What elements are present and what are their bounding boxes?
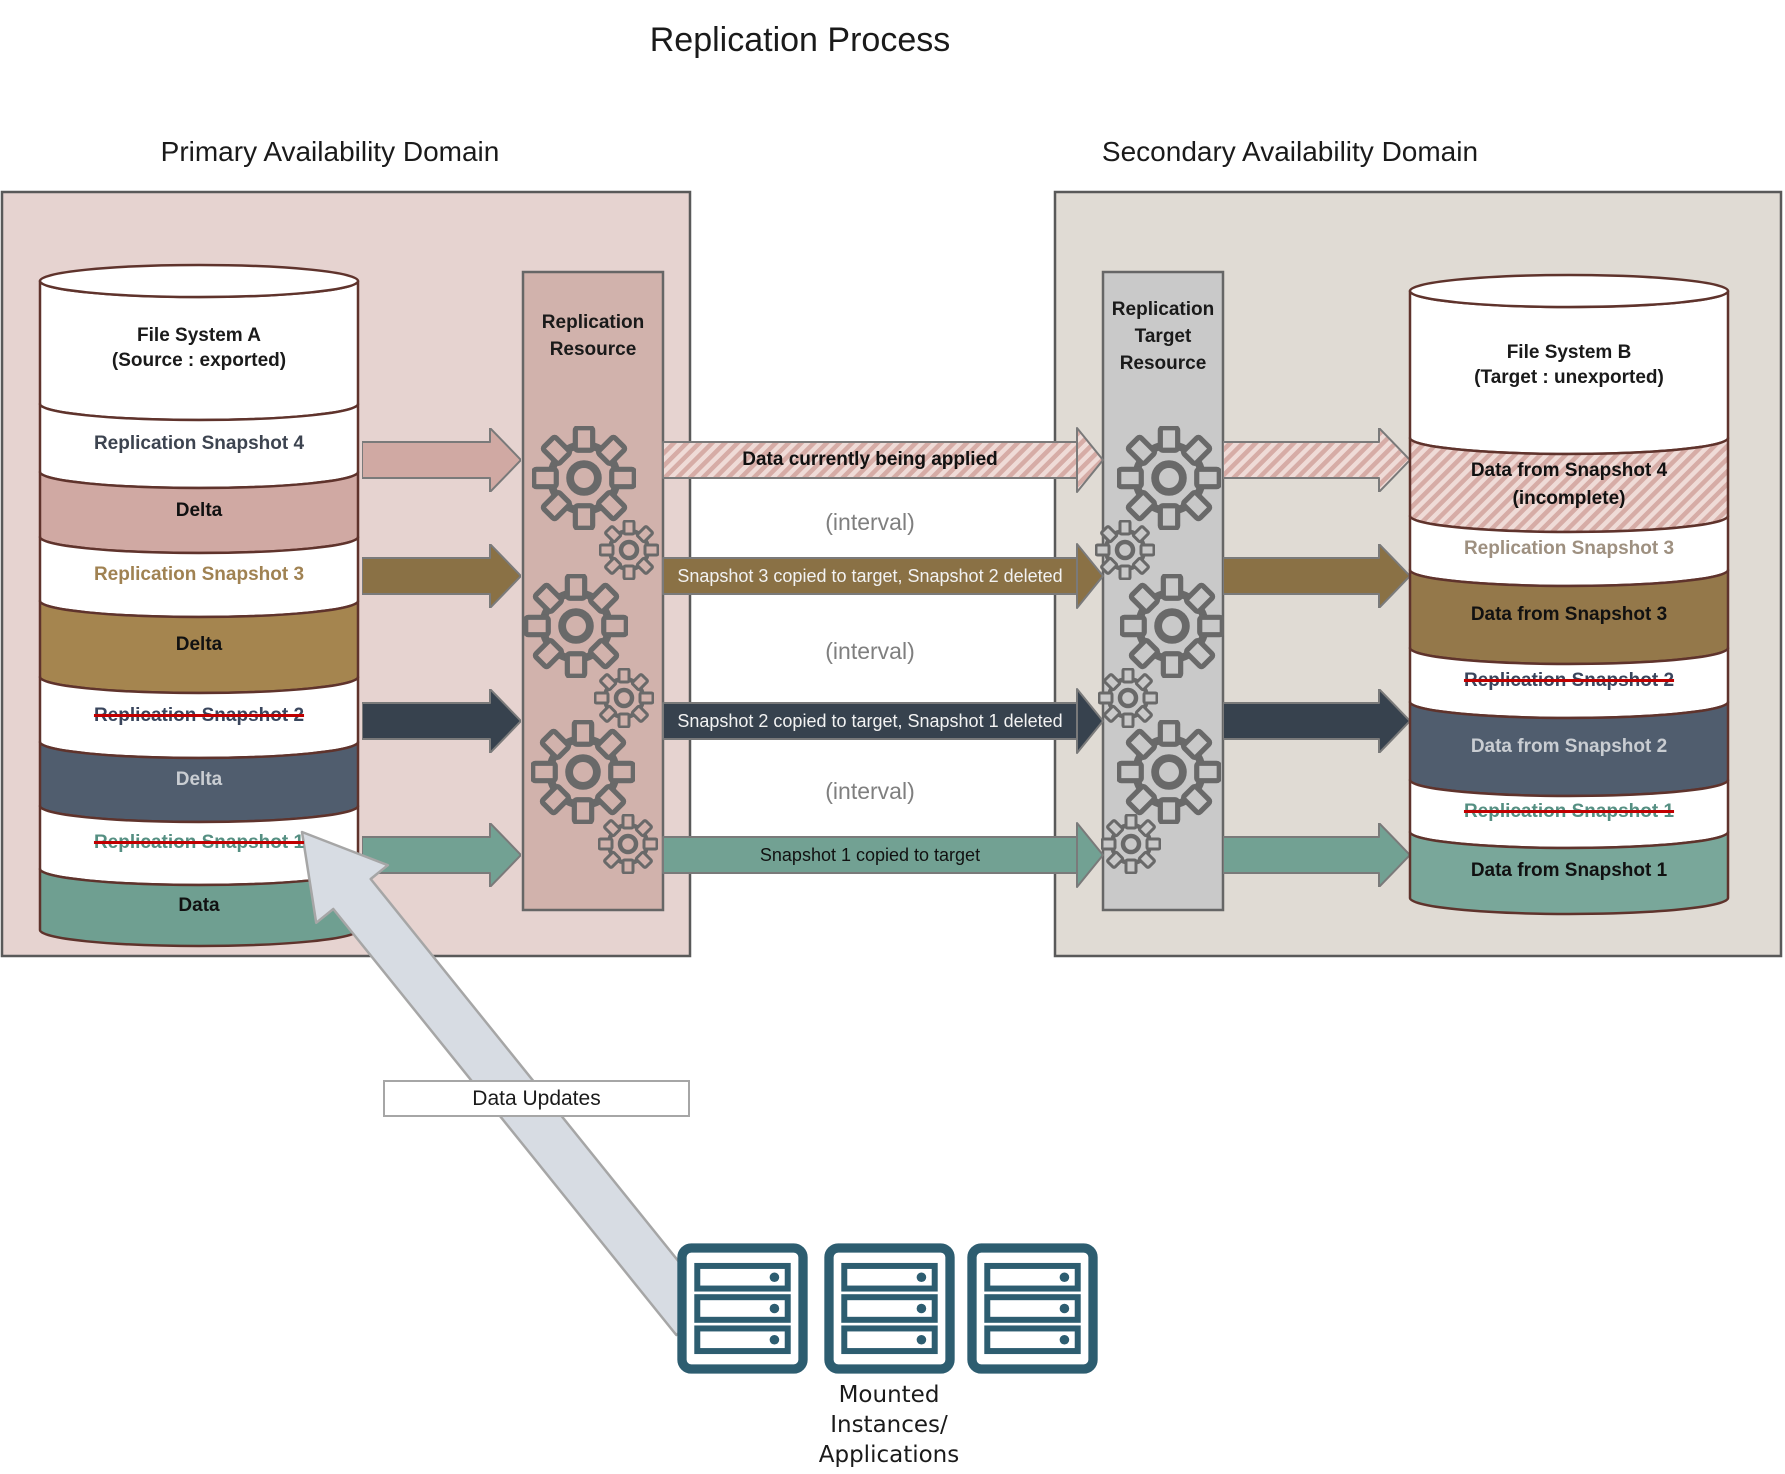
band-label-rs3b: Replication Snapshot 3 xyxy=(1463,538,1675,559)
band-label-dfs3: Data from Snapshot 3 xyxy=(1470,604,1668,625)
band-label-data: Data xyxy=(178,895,220,916)
file-system-a-name: File System A xyxy=(137,325,261,346)
primary-domain-heading: Primary Availability Domain xyxy=(160,136,500,167)
gear-icon xyxy=(534,428,635,529)
band-label-delta-brown: Delta xyxy=(175,634,223,655)
cylinder-band xyxy=(1408,830,1730,916)
dfs4-line2: (incomplete) xyxy=(1512,488,1626,509)
file-system-b-name: File System B xyxy=(1506,342,1632,363)
gear-icon xyxy=(599,815,657,873)
gear-icon xyxy=(600,521,658,579)
flow-label-row1: Data currently being applied xyxy=(742,449,998,470)
struck-text: Replication Snapshot 2 xyxy=(93,705,305,726)
flow-band-row2-head xyxy=(1076,543,1104,609)
struck-text: Replication Snapshot 2 xyxy=(1463,670,1675,691)
gear-icon xyxy=(595,669,653,727)
band-label-rs3: Replication Snapshot 3 xyxy=(93,564,305,585)
mounted-instances xyxy=(682,1248,1093,1369)
band-label-rs2b: Replication Snapshot 2 xyxy=(1410,669,1728,694)
band-label-rs1: Replication Snapshot 1 xyxy=(40,831,358,856)
cylinder-top-rim xyxy=(38,263,360,299)
gear-icon xyxy=(1122,576,1223,677)
flow-label-row4: Snapshot 1 copied to target xyxy=(759,845,981,865)
server-icon xyxy=(972,1248,1093,1369)
replication-resource-label: Replication Resource xyxy=(541,312,645,360)
file-system-b-cylinder xyxy=(1408,273,1730,916)
flow-band-row1-head xyxy=(1076,427,1104,493)
data-updates-label: Data Updates xyxy=(383,1080,690,1117)
replication-target-resource-label: Replication Target Resource xyxy=(1111,299,1215,374)
flow-band-row4-head xyxy=(1076,822,1104,888)
gear-icon xyxy=(1096,521,1154,579)
mounted-instances-caption: Mounted Instances/ Applications xyxy=(818,1382,960,1468)
band-label-dfs2: Data from Snapshot 2 xyxy=(1470,736,1668,757)
band-label-rs2: Replication Snapshot 2 xyxy=(40,704,358,729)
flow-bands xyxy=(662,427,1104,888)
flow-label-row2: Snapshot 3 copied to target, Snapshot 2 … xyxy=(677,566,1063,586)
file-system-b-title: File System B (Target : unexported) xyxy=(1410,341,1728,390)
flow-band-row1 xyxy=(662,441,1078,479)
band-label-rs4: Replication Snapshot 4 xyxy=(93,433,305,454)
file-system-a-subtitle: (Source : exported) xyxy=(111,349,287,371)
gear-icon xyxy=(1099,669,1157,727)
flow-label-row3: Snapshot 2 copied to target, Snapshot 1 … xyxy=(677,711,1063,731)
gear-icon xyxy=(533,722,634,823)
struck-text: Replication Snapshot 1 xyxy=(93,832,305,853)
band-label-delta-dark: Delta xyxy=(175,769,223,790)
interval-label-1: (interval) xyxy=(825,509,915,535)
band-label-delta-pink: Delta xyxy=(175,500,223,521)
server-icon xyxy=(829,1248,950,1369)
secondary-domain-heading: Secondary Availability Domain xyxy=(1101,136,1479,167)
file-system-a-cylinder xyxy=(38,263,360,948)
file-system-a-title: File System A (Source : exported) xyxy=(40,324,358,373)
cylinder-top-rim xyxy=(1408,273,1730,309)
server-icon xyxy=(682,1248,803,1369)
gear-icon xyxy=(1119,722,1220,823)
page-title: Replication Process xyxy=(649,21,951,59)
flow-band-row2 xyxy=(662,557,1078,595)
gear-icon xyxy=(1119,428,1220,529)
interval-label-3: (interval) xyxy=(825,778,915,804)
flow-band-row4 xyxy=(662,836,1078,874)
band-label-rs1b: Replication Snapshot 1 xyxy=(1410,800,1728,825)
band-label-dfs1: Data from Snapshot 1 xyxy=(1470,860,1668,881)
file-system-b-subtitle: (Target : unexported) xyxy=(1474,366,1664,388)
gear-icon xyxy=(526,576,627,677)
interval-label-2: (interval) xyxy=(825,638,915,664)
gear-icon xyxy=(1102,815,1160,873)
band-label-dfs4: Data from Snapshot 4 (incomplete) xyxy=(1410,457,1728,513)
dfs4-line1: Data from Snapshot 4 xyxy=(1470,460,1668,481)
flow-band-row3-head xyxy=(1076,688,1104,754)
struck-text: Replication Snapshot 1 xyxy=(1463,801,1675,822)
